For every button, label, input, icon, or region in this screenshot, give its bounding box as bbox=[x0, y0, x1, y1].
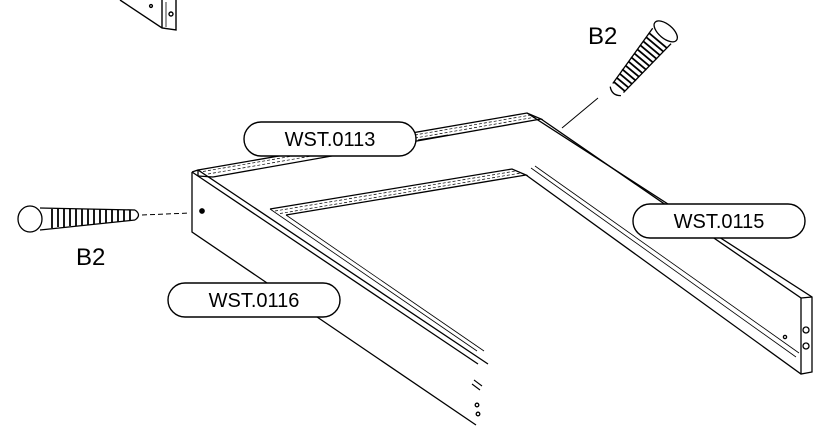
label-left-side-panel-text: WST.0116 bbox=[209, 290, 300, 312]
label-right-side-panel-frame bbox=[632, 203, 806, 239]
left-side-panel bbox=[191, 169, 489, 426]
label-right-side-panel: WST.0115 bbox=[632, 203, 806, 239]
label-dowel-upper: B2 bbox=[588, 23, 617, 50]
label-dowel-left: B2 bbox=[76, 244, 105, 271]
label-left-side-panel: WST.0116 bbox=[167, 282, 341, 318]
right-side-panel bbox=[525, 112, 813, 375]
dowel-left bbox=[17, 205, 191, 233]
middle-rail bbox=[269, 168, 529, 216]
dowel-upper bbox=[561, 20, 678, 129]
label-right-side-panel-text: WST.0115 bbox=[674, 211, 765, 233]
label-left-side-panel-frame bbox=[167, 282, 341, 318]
partial-panel-top-left bbox=[119, 0, 177, 31]
label-back-rail-text: WST.0113 bbox=[285, 129, 376, 151]
label-back-rail-frame bbox=[243, 121, 417, 157]
label-back-rail: WST.0113 bbox=[243, 121, 449, 157]
